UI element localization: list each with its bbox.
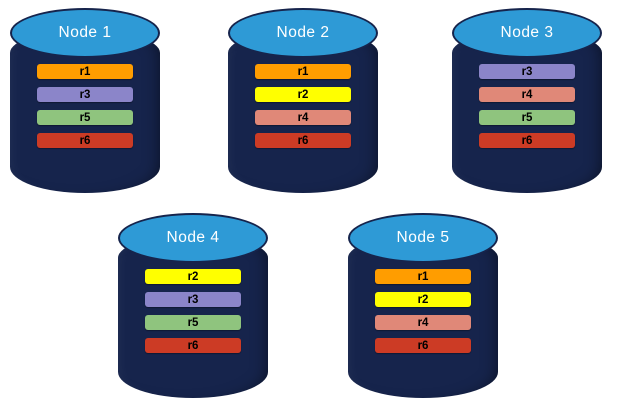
replica-stack: r2 r3 r5 r6 <box>145 269 241 353</box>
replica-bar: r2 <box>375 292 471 307</box>
replica-bar: r1 <box>37 64 133 79</box>
replica-stack: r1 r3 r5 r6 <box>37 64 133 148</box>
replica-bar: r3 <box>479 64 575 79</box>
replica-bar: r6 <box>145 338 241 353</box>
node-cylinder-top <box>452 8 602 58</box>
replica-bar: r2 <box>255 87 351 102</box>
replica-bar: r5 <box>479 110 575 125</box>
replica-bar: r4 <box>255 110 351 125</box>
replica-bar: r5 <box>145 315 241 330</box>
replica-bar: r6 <box>37 133 133 148</box>
replica-bar: r6 <box>479 133 575 148</box>
replica-bar: r6 <box>255 133 351 148</box>
replica-bar: r3 <box>145 292 241 307</box>
node-cylinder-top <box>118 213 268 263</box>
replica-bar: r4 <box>375 315 471 330</box>
node-cylinder-top <box>348 213 498 263</box>
replica-bar: r3 <box>37 87 133 102</box>
replica-bar: r1 <box>375 269 471 284</box>
replica-stack: r1 r2 r4 r6 <box>255 64 351 148</box>
replica-bar: r4 <box>479 87 575 102</box>
node-cylinder-top <box>228 8 378 58</box>
replica-bar: r6 <box>375 338 471 353</box>
replica-stack: r3 r4 r5 r6 <box>479 64 575 148</box>
replica-bar: r5 <box>37 110 133 125</box>
replica-stack: r1 r2 r4 r6 <box>375 269 471 353</box>
replica-bar: r1 <box>255 64 351 79</box>
node-cylinder-top <box>10 8 160 58</box>
replica-bar: r2 <box>145 269 241 284</box>
